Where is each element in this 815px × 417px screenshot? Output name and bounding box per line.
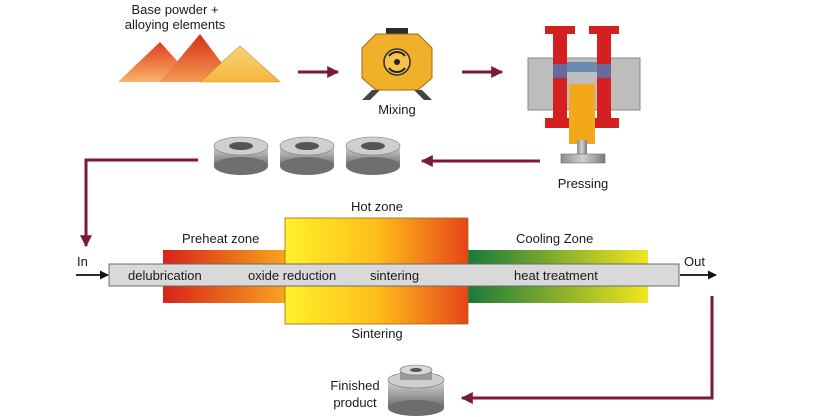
press-icon xyxy=(527,26,641,164)
finished-product-label-line2: product xyxy=(333,395,377,410)
inputs-label-line2: alloying elements xyxy=(124,17,226,32)
mixing-label: Mixing xyxy=(378,102,416,117)
in-label: In xyxy=(77,254,88,269)
sintering-label: Sintering xyxy=(351,326,403,341)
green-compacts-icon xyxy=(213,136,401,175)
belt-label-oxide-reduction: oxide reduction xyxy=(248,268,337,283)
mixer-icon xyxy=(361,28,433,100)
arrow-furnace-to-finished xyxy=(460,296,714,404)
arrow-parts-to-furnace xyxy=(80,158,198,248)
out-label: Out xyxy=(684,254,705,269)
belt-label-delubrication: delubrication xyxy=(128,268,202,283)
preheat-zone-label: Preheat zone xyxy=(182,231,260,246)
pressing-label: Pressing xyxy=(557,176,609,191)
finished-product-label-line1: Finished xyxy=(330,378,380,393)
finished-product-icon xyxy=(387,364,445,416)
belt-label-heat-treatment: heat treatment xyxy=(514,268,598,283)
conveyor-belt xyxy=(108,263,680,287)
belt-label-sintering: sintering xyxy=(370,268,420,283)
inputs-label-line1: Base powder + xyxy=(131,2,219,17)
cooling-zone-label: Cooling Zone xyxy=(516,231,594,246)
hot-zone-label: Hot zone xyxy=(350,199,404,214)
powder-piles-icon xyxy=(118,34,281,83)
